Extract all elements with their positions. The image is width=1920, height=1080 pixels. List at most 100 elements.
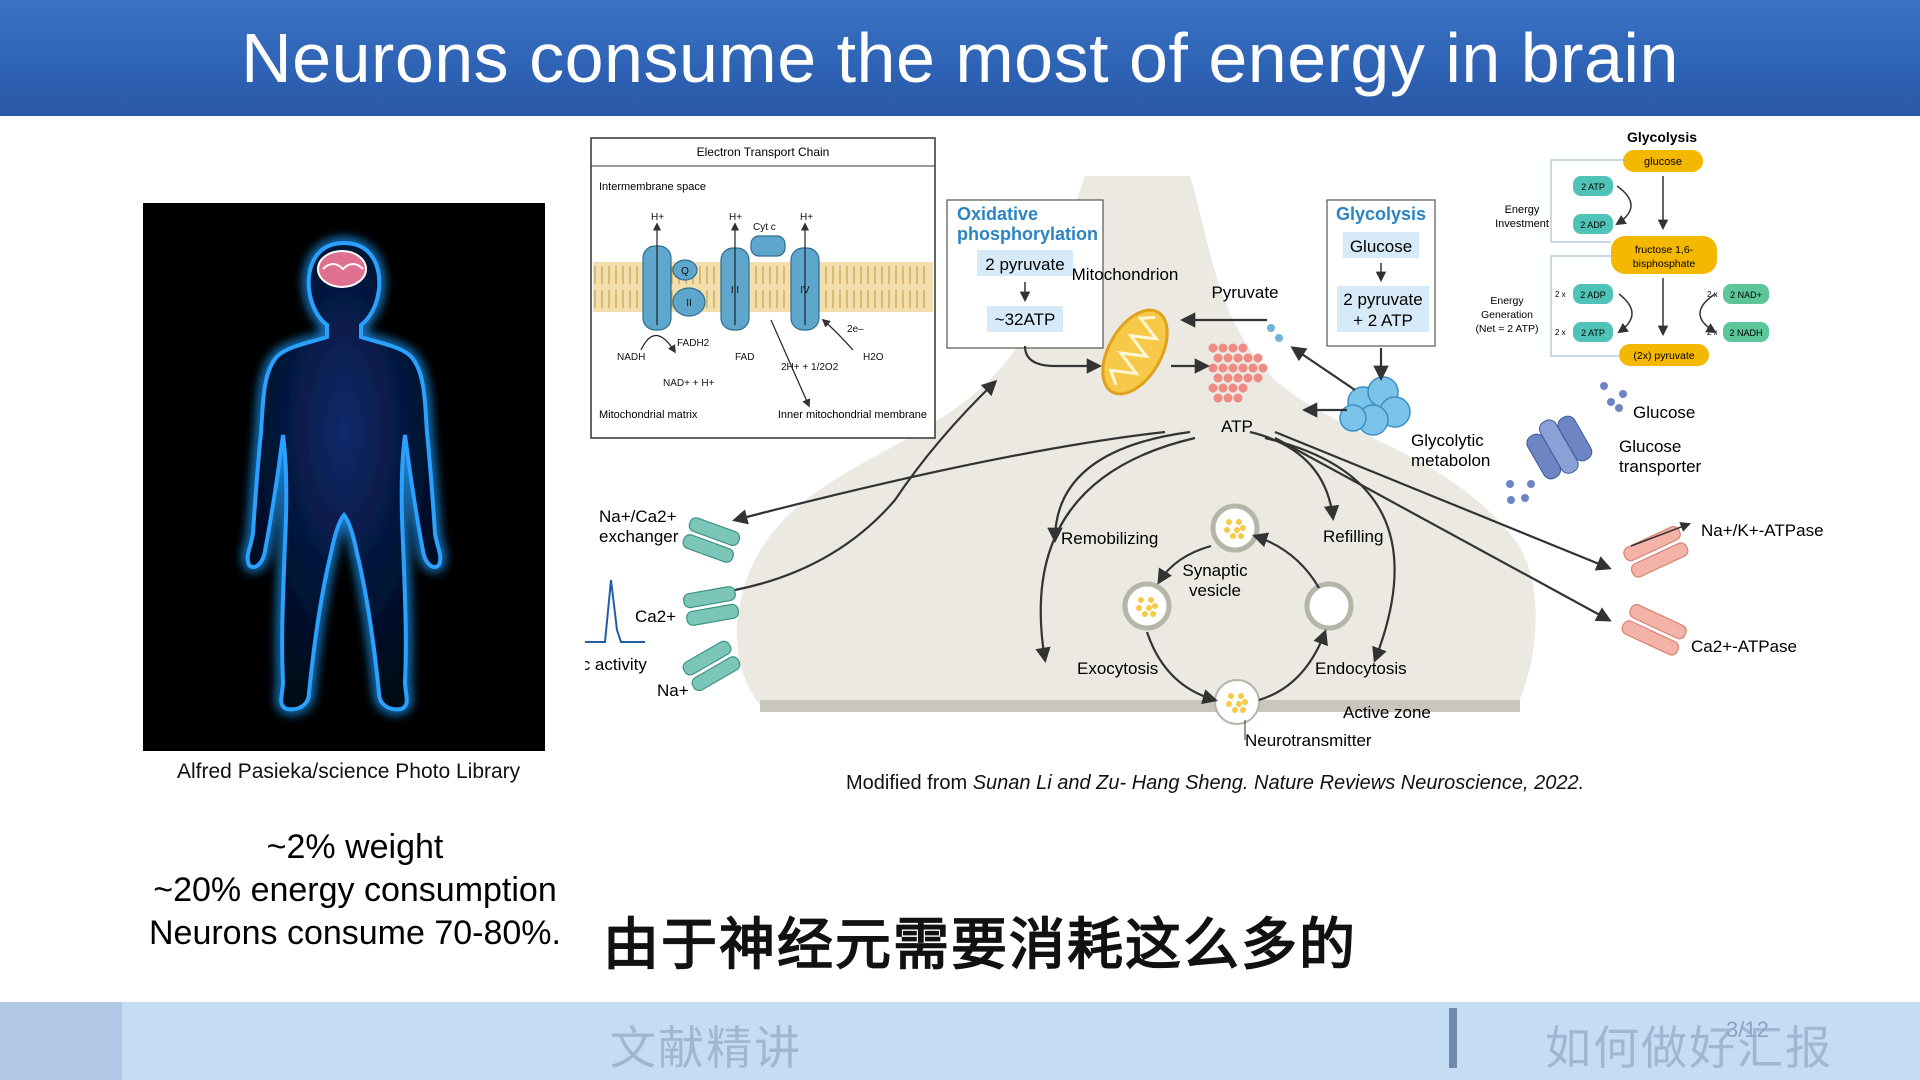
atp-molecule <box>1208 383 1218 393</box>
svg-text:2 ADP: 2 ADP <box>1580 220 1606 230</box>
atp-molecule <box>1223 373 1233 383</box>
active-zone-band <box>760 700 1520 712</box>
atp-molecule <box>1218 363 1228 373</box>
glucose-molecules <box>1506 382 1627 504</box>
svg-text:Glycolysis: Glycolysis <box>1627 129 1697 145</box>
atp-molecule <box>1238 383 1248 393</box>
atp-molecule <box>1218 383 1228 393</box>
synaptic-activity-label: Synaptic activity <box>585 655 647 674</box>
photo-caption: Alfred Pasieka/science Photo Library <box>177 760 521 783</box>
refilling-label: Refilling <box>1323 527 1383 546</box>
footer-right-text: 如何做好汇报 <box>1545 1021 1833 1075</box>
atp-molecule <box>1213 373 1223 383</box>
neurotransmitter-dot <box>1236 519 1242 525</box>
transporter-label-1: Glucose <box>1619 437 1681 456</box>
neurotransmitter-dot <box>1240 707 1246 713</box>
transporter-label-2: transporter <box>1619 457 1702 476</box>
complex-q <box>672 259 698 281</box>
neurotransmitter-dot <box>1152 603 1158 609</box>
glycolytic-label-1: Glycolytic <box>1411 431 1484 450</box>
neurotransmitter-dot <box>1228 693 1234 699</box>
neurotransmitter-dot <box>1142 611 1148 617</box>
neurotransmitter-dot <box>1138 597 1144 603</box>
glucose-transporter <box>1526 415 1593 480</box>
glycolysis-box: Glycolysis Glucose 2 pyruvate + 2 ATP <box>1326 199 1436 347</box>
svg-text:2 NADH: 2 NADH <box>1729 328 1762 338</box>
stat-neurons: Neurons consume 70-80%. <box>148 914 561 952</box>
svg-text:Glucose: Glucose <box>1350 237 1412 256</box>
complex-ii <box>672 287 706 317</box>
naca-label-2: exchanger <box>599 527 679 546</box>
stats-block: ~2% weight ~20% energy consumption Neuro… <box>120 826 590 955</box>
atp-molecule <box>1258 363 1268 373</box>
svg-text:phosphorylation: phosphorylation <box>957 224 1098 244</box>
neurotransmitter-label: Neurotransmitter <box>1245 731 1372 750</box>
pathway-arrows <box>732 312 1612 705</box>
svg-text:glucose: glucose <box>1644 156 1682 168</box>
svg-text:Oxidative: Oxidative <box>957 204 1038 224</box>
pyruvate-label: Pyruvate <box>1211 283 1278 302</box>
svg-text:Energy: Energy <box>1490 295 1524 307</box>
neurotransmitter-dot <box>1238 533 1244 539</box>
svg-text:2 ADP: 2 ADP <box>1580 290 1606 300</box>
svg-text:2 pyruvate: 2 pyruvate <box>985 255 1064 274</box>
remobilizing-label: Remobilizing <box>1061 529 1158 548</box>
svg-text:2 pyruvate: 2 pyruvate <box>1343 290 1422 309</box>
endocytosis-label: Endocytosis <box>1315 659 1407 678</box>
na-label: Na+ <box>657 681 689 700</box>
mitochondrion <box>1101 308 1169 396</box>
footer-left-text: 文献精讲 <box>610 1021 802 1075</box>
stat-energy: ~20% energy consumption <box>153 871 557 909</box>
atp-molecule <box>1223 393 1233 403</box>
etc-title: Electron Transport Chain <box>697 145 830 159</box>
ca-channel <box>682 586 740 626</box>
citation-italic: Sunan Li and Zu- Hang Sheng. Nature Revi… <box>972 772 1585 794</box>
svg-text:2e–: 2e– <box>847 324 864 335</box>
na-k-atpase <box>1623 526 1689 578</box>
atp-molecule <box>1243 353 1253 363</box>
ca-atpase <box>1621 604 1687 656</box>
atp-molecule <box>1213 393 1223 403</box>
svg-text:H+: H+ <box>651 212 664 223</box>
action-potential-trace <box>585 579 645 643</box>
footer-divider <box>1449 1008 1457 1068</box>
page-number: 3/12 <box>1726 1017 1769 1042</box>
neurotransmitter-dot <box>1146 605 1152 611</box>
svg-text:2 NAD+: 2 NAD+ <box>1730 290 1762 300</box>
nak-atpase-label: Na+/K+-ATPase <box>1701 521 1824 540</box>
svg-text:H+: H+ <box>800 212 813 223</box>
glycolytic-metabolon <box>1339 376 1411 436</box>
svg-text:+ 2 ATP: + 2 ATP <box>1353 311 1413 330</box>
oxphos-box: Oxidative phosphorylation 2 pyruvate ~32… <box>946 199 1104 349</box>
atp-molecule <box>1223 353 1233 363</box>
active-zone-label: Active zone <box>1343 703 1431 722</box>
citation-prefix: Modified from <box>846 772 973 794</box>
svg-text:2 x: 2 x <box>1555 328 1566 337</box>
svg-text:2 ATP: 2 ATP <box>1581 182 1605 192</box>
neurotransmitter-dot <box>1148 597 1154 603</box>
neurotransmitter-dot <box>1240 525 1246 531</box>
svg-text:2 x: 2 x <box>1555 290 1566 299</box>
atp-label: ATP <box>1221 417 1253 436</box>
neurotransmitter-dot <box>1150 611 1156 617</box>
svg-text:H2O: H2O <box>863 352 884 363</box>
exocytosis-label: Exocytosis <box>1077 659 1158 678</box>
page-title: Neurons consume the most of energy in br… <box>241 19 1679 97</box>
electron-transport-chain-panel: Electron Transport Chain Intermembrane s… <box>590 137 936 439</box>
vesicle-label-1: Synaptic <box>1182 561 1248 580</box>
svg-text:II: II <box>686 298 692 309</box>
svg-text:Cyt c: Cyt c <box>753 222 776 233</box>
svg-text:(Net = 2 ATP): (Net = 2 ATP) <box>1475 323 1538 335</box>
neurotransmitter-dot <box>1234 527 1240 533</box>
human-figure-illustration <box>143 203 545 751</box>
neurotransmitter-dot <box>1224 527 1230 533</box>
svg-text:NADH: NADH <box>617 352 645 363</box>
etc-inner-membrane-label: Inner mitochondrial membrane <box>778 409 927 421</box>
neurotransmitter-dot <box>1226 701 1232 707</box>
neurotransmitter-dot <box>1232 707 1238 713</box>
footer-band <box>0 1002 1920 1080</box>
synaptic-vesicle-empty <box>1304 581 1354 631</box>
svg-text:NAD+ + H+: NAD+ + H+ <box>663 378 715 389</box>
neurotransmitter-dot <box>1226 519 1232 525</box>
svg-text:Generation: Generation <box>1481 309 1533 321</box>
